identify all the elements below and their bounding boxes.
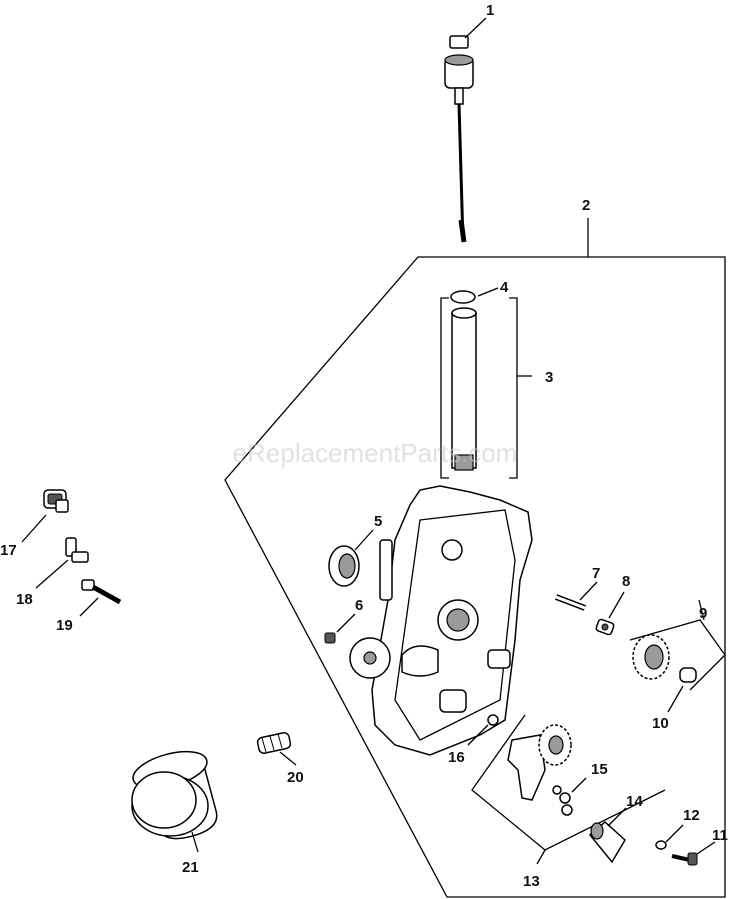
callout-2: 2 — [582, 197, 590, 214]
callout-19: 19 — [56, 617, 73, 634]
part-17-fitting[interactable] — [43, 489, 69, 513]
part-15-o-ring[interactable] — [552, 785, 571, 804]
callout-6: 6 — [355, 597, 363, 614]
watermark: eReplacementParts.com — [233, 438, 518, 468]
bracket-13 — [471, 714, 666, 851]
callout-12: 12 — [683, 807, 700, 824]
part-13-governor-assembly[interactable] — [507, 724, 572, 801]
leader-4 — [477, 287, 499, 297]
callout-7: 7 — [592, 565, 600, 582]
callout-21: 21 — [182, 859, 199, 876]
assembly-2-outline — [224, 256, 726, 898]
callout-4: 4 — [500, 279, 509, 296]
leader-21 — [191, 831, 199, 853]
callout-1: 1 — [486, 2, 494, 19]
part-21-oil-filter[interactable] — [129, 745, 221, 844]
part-8-washer[interactable] — [595, 618, 615, 636]
leader-19 — [79, 597, 99, 617]
callout-18: 18 — [16, 591, 33, 608]
leader-11 — [696, 841, 716, 855]
leader-18 — [35, 559, 69, 589]
part-6-set-screw[interactable] — [324, 632, 336, 644]
callout-8: 8 — [622, 573, 630, 590]
bracket-9 — [629, 619, 726, 691]
part-12-washer[interactable] — [655, 840, 667, 850]
callout-10: 10 — [652, 715, 669, 732]
callout-14: 14 — [626, 793, 643, 810]
leader-5 — [354, 529, 374, 551]
callout-13: 13 — [523, 873, 540, 890]
leader-12 — [665, 824, 684, 843]
callout-20: 20 — [287, 769, 304, 786]
part-10-shaft[interactable] — [679, 667, 697, 683]
leader-14 — [607, 807, 627, 827]
part-1-dipstick[interactable] — [444, 35, 474, 243]
callout-16: 16 — [448, 749, 465, 766]
bracket-3-right — [509, 297, 518, 479]
callout-11: 11 — [712, 827, 728, 844]
leader-9-tick — [698, 599, 705, 621]
bracket-3-left — [440, 297, 449, 479]
part-20-nipple[interactable] — [256, 732, 292, 754]
callout-5: 5 — [374, 513, 382, 530]
leader-15 — [571, 777, 587, 793]
part-18-elbow[interactable] — [65, 537, 89, 563]
leader-1 — [464, 17, 487, 39]
leader-17 — [21, 514, 47, 543]
leader-7 — [579, 581, 598, 601]
callout-9: 9 — [699, 605, 707, 622]
part-9-gear[interactable] — [632, 634, 670, 680]
part-19-bolt[interactable] — [81, 579, 122, 605]
part-7-pin[interactable] — [554, 594, 587, 611]
leader-13 — [536, 849, 546, 865]
callout-3: 3 — [545, 369, 553, 386]
leader-10 — [667, 685, 684, 713]
leader-6 — [336, 613, 356, 633]
leader-16 — [467, 724, 489, 746]
part-3-dipstick-tube[interactable] — [451, 307, 477, 471]
part-4-o-ring[interactable] — [450, 290, 476, 304]
closure-plate[interactable] — [349, 485, 533, 756]
callout-17: 17 — [0, 542, 17, 559]
part-16-o-ring[interactable] — [487, 714, 499, 726]
part-14-sensor[interactable] — [561, 804, 626, 864]
leader-20 — [279, 751, 297, 766]
part-11-screw[interactable] — [671, 852, 698, 866]
callout-15: 15 — [591, 761, 608, 778]
part-5-oil-seal[interactable] — [328, 545, 360, 587]
leader-8 — [608, 591, 625, 619]
